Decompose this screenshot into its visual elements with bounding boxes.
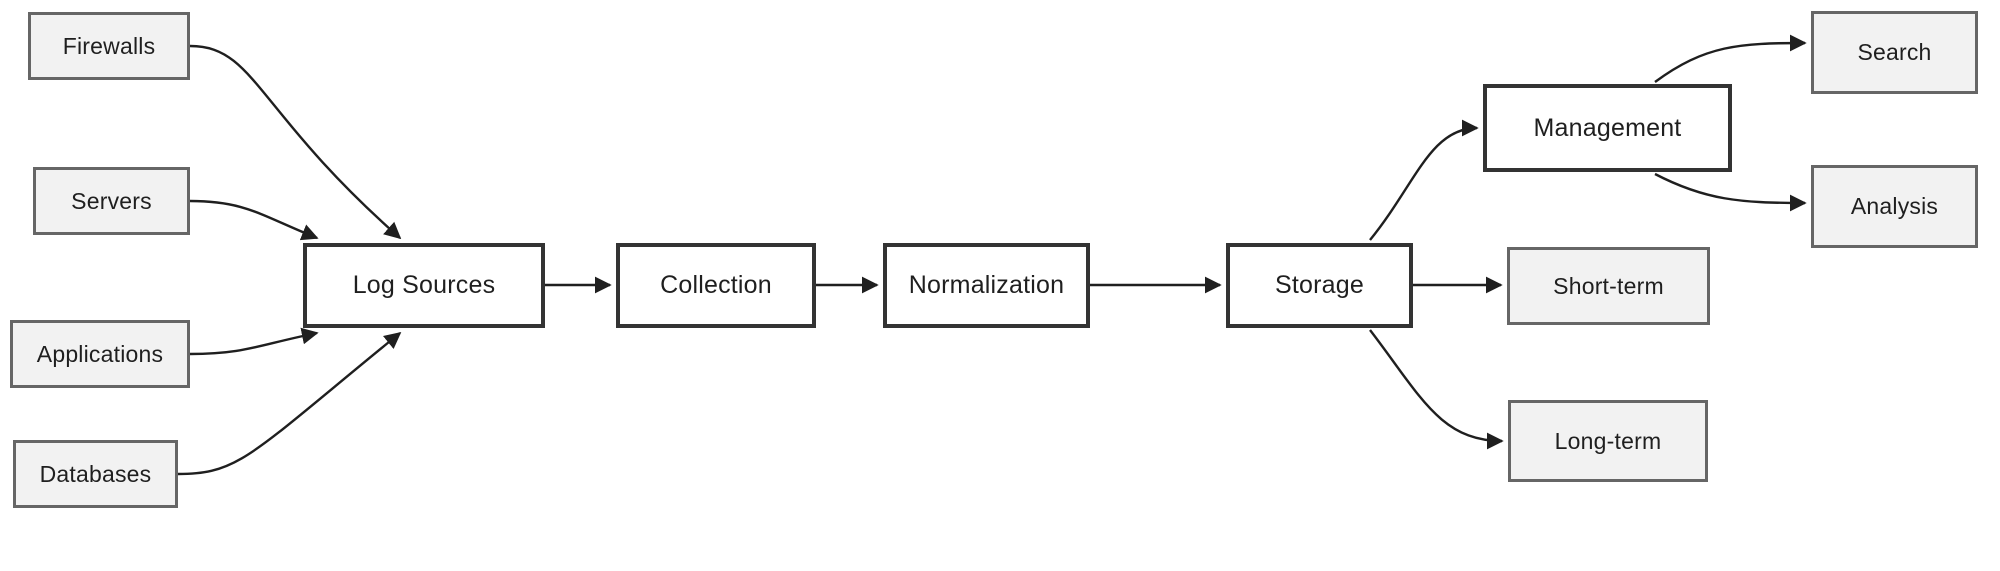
node-label-management: Management — [1533, 113, 1682, 142]
edge-firewalls-to-log-sources — [189, 44, 402, 240]
node-label-search: Search — [1857, 39, 1932, 66]
node-label-long-term: Long-term — [1554, 427, 1662, 454]
node-label-storage: Storage — [1275, 271, 1364, 300]
node-short-term[interactable]: Short-term — [1507, 247, 1710, 325]
node-servers[interactable]: Servers — [33, 167, 190, 235]
node-label-short-term: Short-term — [1553, 272, 1664, 299]
edge-management-to-search — [1654, 34, 1807, 83]
node-label-applications: Applications — [36, 340, 164, 367]
node-long-term[interactable]: Long-term — [1508, 400, 1708, 482]
node-firewalls[interactable]: Firewalls — [28, 12, 190, 80]
node-label-normalization: Normalization — [908, 271, 1065, 300]
node-storage[interactable]: Storage — [1226, 243, 1413, 328]
edge-databases-to-log-sources — [177, 331, 402, 476]
edge-servers-to-log-sources — [189, 199, 319, 241]
node-collection[interactable]: Collection — [616, 243, 816, 328]
edge-management-to-analysis — [1654, 172, 1807, 212]
node-label-firewalls: Firewalls — [62, 32, 156, 59]
edge-paths — [177, 34, 1807, 476]
node-management[interactable]: Management — [1483, 84, 1732, 172]
node-label-log-sources: Log Sources — [352, 271, 496, 300]
node-label-analysis: Analysis — [1850, 193, 1939, 220]
node-label-servers: Servers — [71, 187, 152, 214]
node-label-collection: Collection — [660, 271, 772, 300]
node-analysis[interactable]: Analysis — [1811, 165, 1978, 248]
node-label-databases: Databases — [39, 460, 152, 487]
node-normalization[interactable]: Normalization — [883, 243, 1090, 328]
edge-storage-to-management — [1369, 119, 1479, 241]
node-search[interactable]: Search — [1811, 11, 1978, 94]
node-applications[interactable]: Applications — [10, 320, 190, 388]
edge-applications-to-log-sources — [189, 327, 319, 356]
node-log-sources[interactable]: Log Sources — [303, 243, 545, 328]
node-databases[interactable]: Databases — [13, 440, 178, 508]
edge-storage-to-long-term — [1369, 329, 1504, 450]
